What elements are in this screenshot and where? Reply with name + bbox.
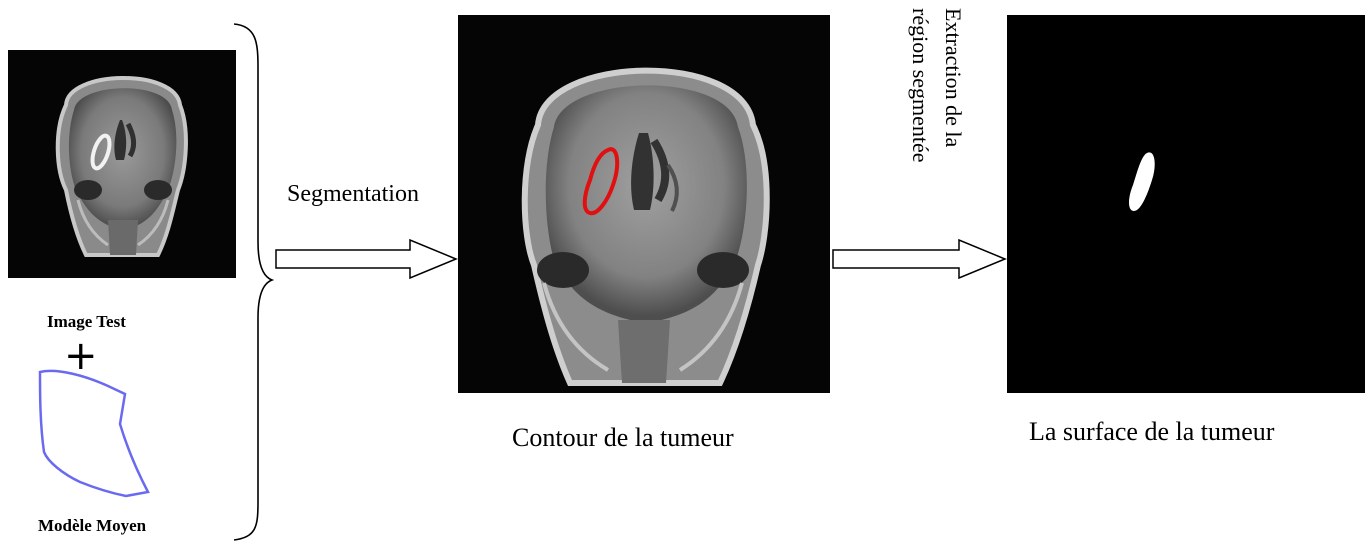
segmented-mri-drawing xyxy=(458,15,830,393)
curly-brace xyxy=(226,22,276,542)
tumor-surface-image xyxy=(1007,15,1365,393)
contour-caption: Contour de la tumeur xyxy=(512,423,734,453)
surface-caption: La surface de la tumeur xyxy=(1029,417,1274,447)
extraction-label-line1: Extraction de la xyxy=(938,8,968,147)
test-mri-image xyxy=(8,50,236,278)
modele-moyen-label: Modèle Moyen xyxy=(38,516,146,536)
extraction-label-line2: région segmentée xyxy=(905,8,935,163)
image-test-label: Image Test xyxy=(47,312,126,332)
extraction-arrow xyxy=(831,238,1009,280)
segmentation-arrow xyxy=(274,238,460,280)
mean-model-shape xyxy=(28,364,160,506)
segmented-mri-image xyxy=(458,15,830,393)
tumor-mask-drawing xyxy=(1007,15,1365,393)
mean-model-contour xyxy=(28,364,160,506)
test-mri-drawing xyxy=(8,50,236,278)
segmentation-label: Segmentation xyxy=(287,181,419,208)
